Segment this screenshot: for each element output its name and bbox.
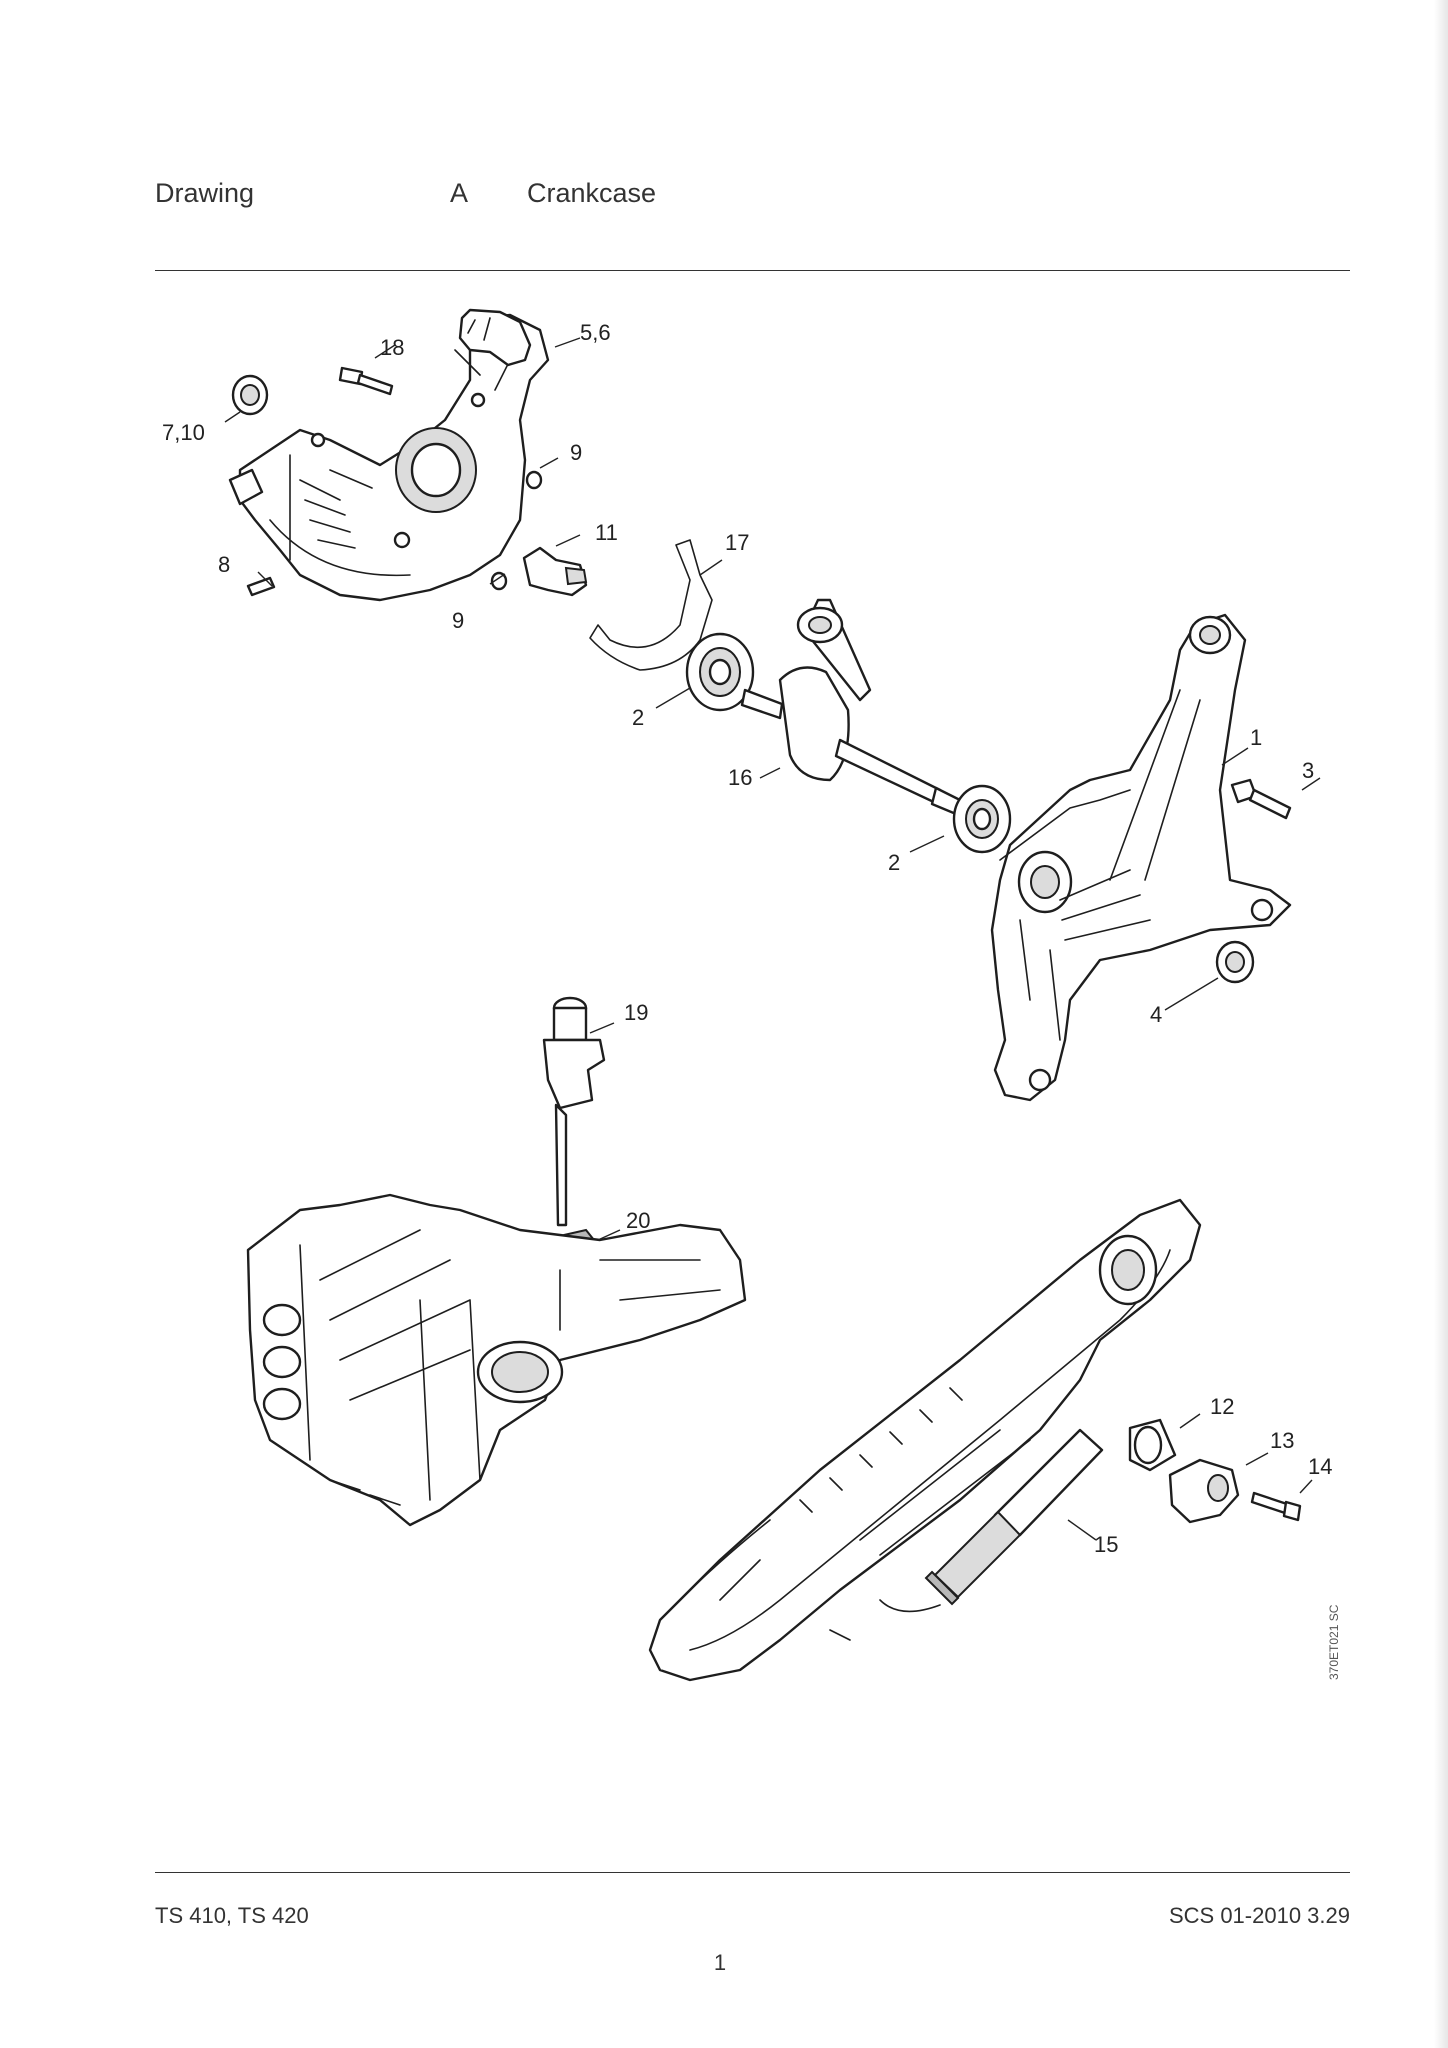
guard-arm-housing	[648, 1198, 1202, 1682]
crankcase-half-right	[990, 613, 1292, 1102]
callout-1: 1	[1250, 725, 1262, 750]
stud-3	[1230, 778, 1292, 820]
callout-14: 18	[380, 335, 404, 360]
callout-2-right: 2	[888, 850, 900, 875]
screw-14	[338, 366, 394, 396]
callout-5-6: 5,6	[580, 320, 611, 345]
page-number: 1	[713, 1950, 727, 1975]
callout-20: 14	[1308, 1454, 1332, 1479]
footer-doc-ref: SCS 01-2010 3.29	[1168, 1903, 1350, 1928]
footer-rule	[155, 1872, 1350, 1873]
page-edge-shadow	[1434, 0, 1448, 2048]
footer-model: TS 410, TS 420	[155, 1903, 309, 1928]
header-section-letter: A	[450, 178, 469, 208]
leader-lines	[224, 337, 1321, 1541]
ball-bearing-2-left	[685, 632, 755, 712]
callout-8: 8	[218, 552, 230, 577]
header-rule	[155, 270, 1350, 271]
callout-2-left: 2	[632, 705, 644, 730]
oil-seal-7-10	[231, 374, 269, 416]
crankshaft-12	[740, 598, 962, 816]
callout-18: 12	[1210, 1394, 1234, 1419]
cylinder-flange	[458, 308, 532, 367]
gasket-13	[589, 539, 713, 671]
callout-9-upper: 9	[570, 440, 582, 465]
callout-9-lower: 9	[452, 608, 464, 633]
callout-12: 16	[728, 765, 752, 790]
decompression-valve-11	[522, 546, 588, 597]
oil-seal-4	[1215, 940, 1255, 984]
callout-16: 20	[626, 1208, 650, 1233]
fuel-pickup-15	[542, 996, 606, 1227]
callout-3: 3	[1302, 758, 1314, 783]
sleeve-9-lower	[490, 571, 508, 591]
fan-housing	[246, 1193, 747, 1527]
crankcase-half-left	[228, 313, 550, 602]
callout-11: 11	[595, 520, 618, 545]
header-label: Drawing	[155, 178, 255, 208]
callout-15: 19	[624, 1000, 648, 1025]
callout-19: 13	[1270, 1428, 1294, 1453]
screw-20	[1250, 1491, 1302, 1522]
ball-bearing-2-right	[952, 784, 1012, 854]
sleeve-18	[1128, 1418, 1177, 1472]
clamp-19	[1168, 1458, 1240, 1524]
sleeve-9-upper	[525, 470, 543, 490]
callout-17: 15	[1094, 1532, 1118, 1557]
callout-13: 17	[725, 530, 749, 555]
callout-7-10: 7,10	[162, 420, 205, 445]
stud-8	[246, 576, 276, 597]
header-title: Crankcase	[527, 178, 657, 208]
drawing-code: 370ET021 SC	[1327, 1604, 1341, 1680]
tensioner-tube-17	[924, 1428, 1104, 1606]
callout-4: 4	[1150, 1002, 1162, 1027]
